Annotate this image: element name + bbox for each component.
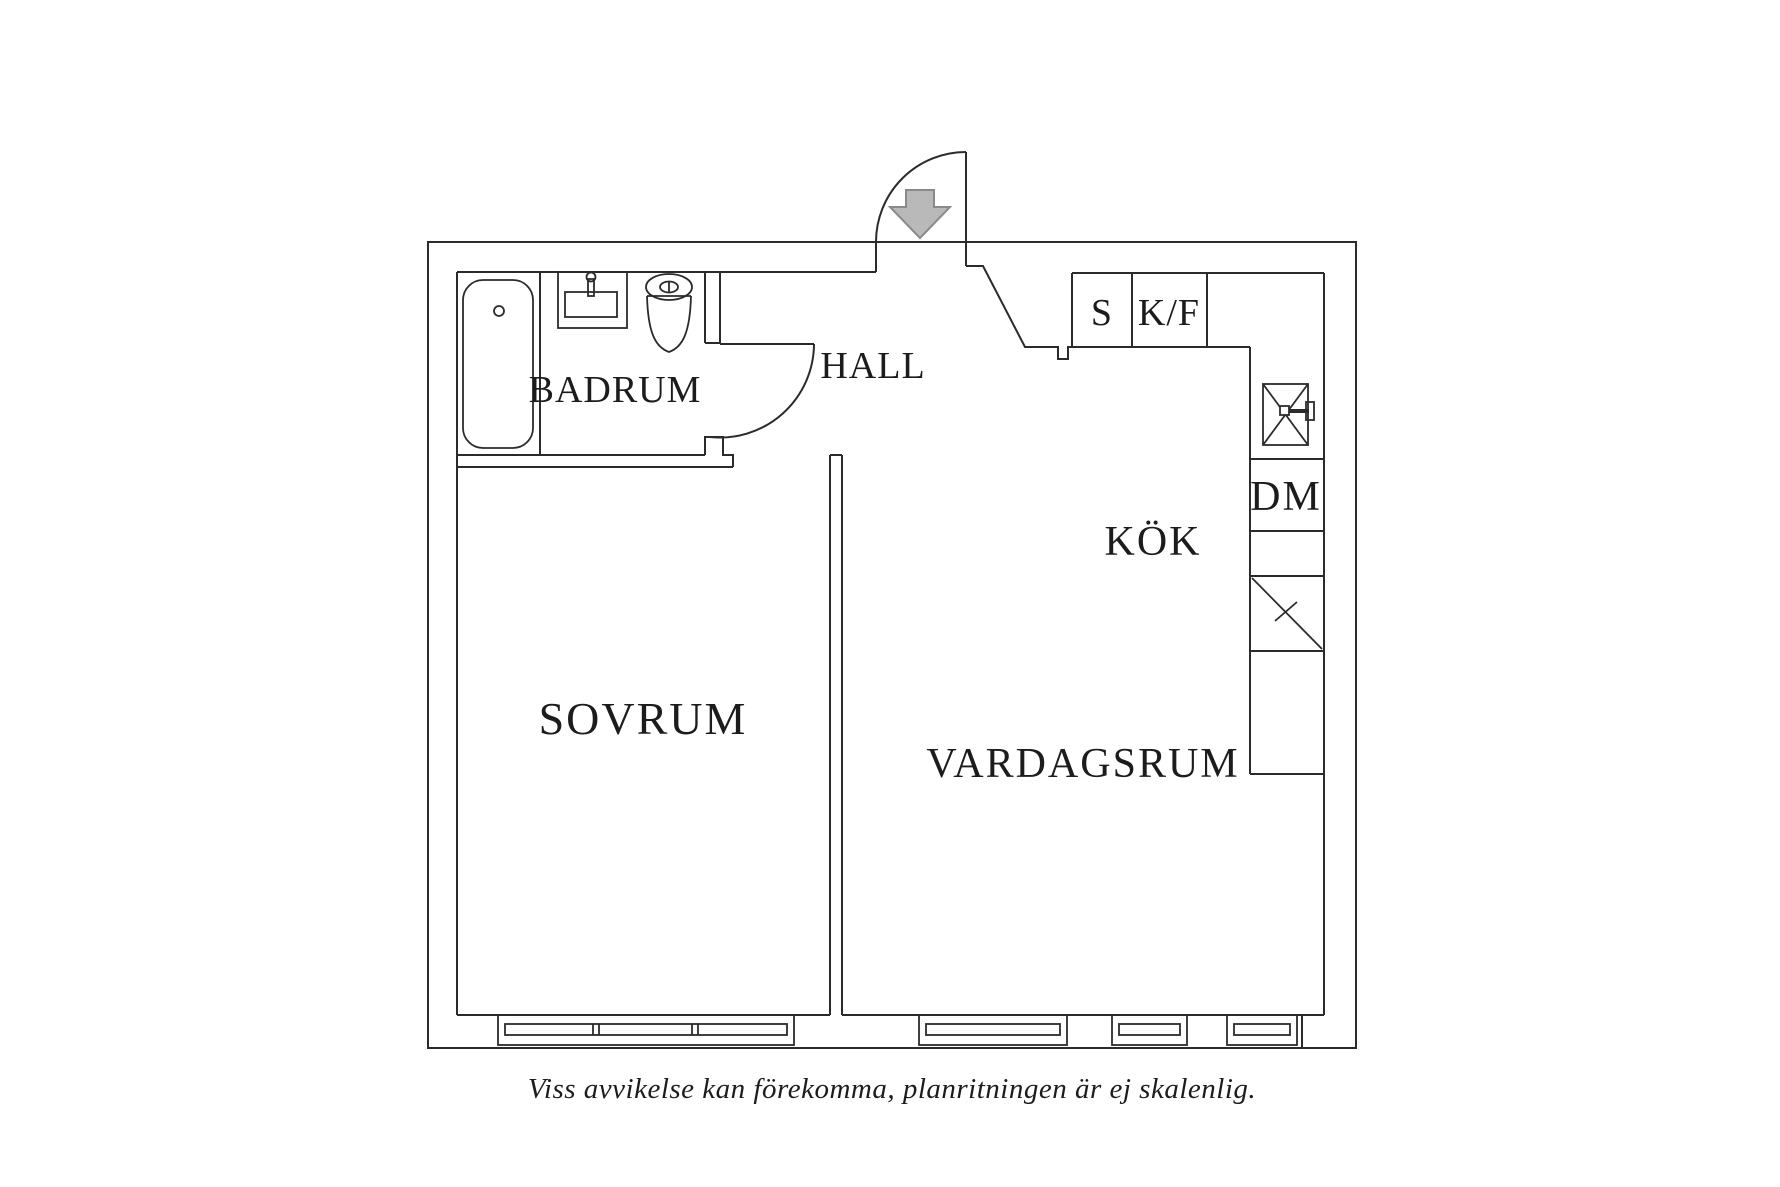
s-cabinet-label: S: [1091, 292, 1113, 334]
sovrum-window-glazing: [504, 1023, 788, 1036]
kok-label: KÖK: [1105, 519, 1202, 565]
vardagsrum-window-1-glazing: [925, 1023, 1061, 1036]
cooktop-fan-icon: [1262, 383, 1309, 446]
hall-label: HALL: [820, 345, 925, 387]
dm-label: DM: [1250, 474, 1322, 520]
sovrum-north-wall: [457, 436, 734, 468]
sovrum-window: [497, 1014, 795, 1046]
bathtub-drain: [493, 305, 505, 317]
sink-basin-icon: [564, 291, 618, 318]
sink-faucet-stem: [587, 278, 595, 297]
sovrum-label: SOVRUM: [539, 693, 748, 744]
outer-wall: [427, 241, 1357, 1049]
sink-faucet-icon: [585, 271, 597, 283]
hall-kitchen-diagonal-wall: [966, 265, 1250, 360]
sovrum-vardagsrum-partition: [829, 454, 843, 1015]
walls: [427, 151, 1357, 1049]
vardagsrum-window-1: [918, 1014, 1068, 1046]
toilet-tank-icon: [645, 273, 693, 301]
entry-door-swing-arc: [875, 151, 967, 243]
kitchen-column-shelves: [1250, 458, 1324, 652]
bathroom-east-wall: [704, 272, 721, 344]
sovrum-window-mullions: [592, 1024, 699, 1035]
badrum-label: BADRUM: [529, 369, 702, 411]
entry-arrow-icon: [887, 189, 953, 240]
vardagsrum-window-2-glazing: [1118, 1023, 1181, 1036]
cooktop-fan-handle-tab: [1305, 401, 1315, 421]
vardagsrum-window-3: [1226, 1014, 1298, 1046]
vardagsrum-window-2: [1111, 1014, 1188, 1046]
kitchen-symbols: [1251, 383, 1323, 650]
bathroom-door-swing-arc: [709, 343, 815, 439]
bathtub-icon: [462, 279, 534, 449]
cooktop-fan-hub: [1279, 405, 1290, 416]
vardagsrum-label: VARDAGSRUM: [926, 741, 1239, 787]
tall-cabinet-tick: [1274, 601, 1298, 622]
bathroom-fixtures: [462, 271, 693, 449]
cabinet-dividers: [1071, 273, 1208, 347]
tall-cabinet-diagonal: [1251, 577, 1323, 650]
plan-caption: Viss avvikelse kan förekomma, planritnin…: [528, 1073, 1256, 1105]
vardagsrum-window-3-glazing: [1233, 1023, 1291, 1036]
kf-cabinet-label: K/F: [1138, 292, 1200, 334]
windows: [497, 1014, 1298, 1046]
kitchen-column-edge: [1249, 347, 1324, 775]
toilet-bowl-icon: [646, 295, 692, 353]
